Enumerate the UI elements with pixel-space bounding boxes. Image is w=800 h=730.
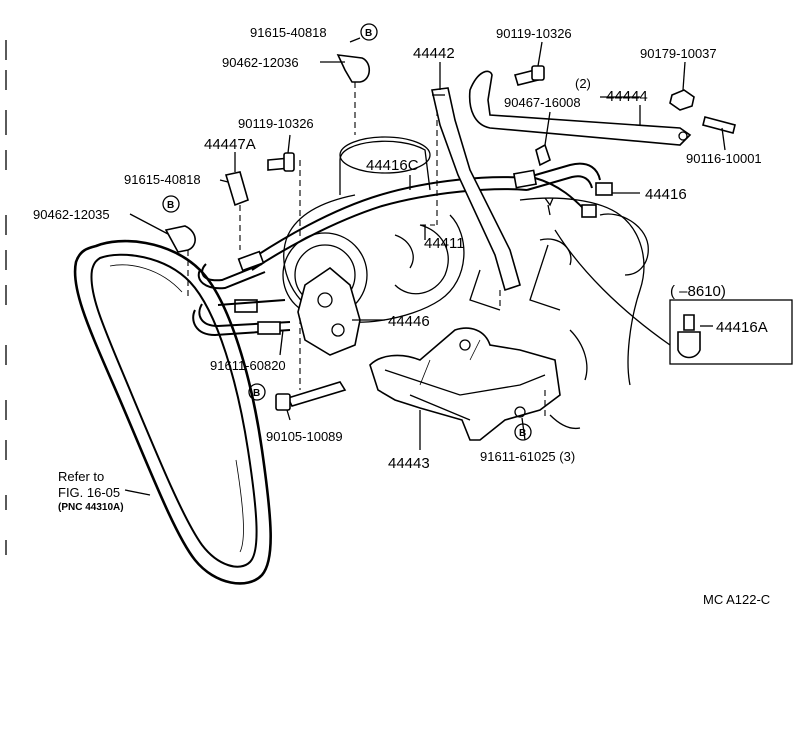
- part-label: 44442: [413, 45, 455, 62]
- part-label: 44416A: [716, 319, 768, 336]
- part-label: 44416C: [366, 157, 419, 174]
- part-label: 91611-61025 (3): [480, 449, 575, 464]
- badge-b-icon: B: [514, 423, 532, 441]
- reference-note: Refer to FIG. 16-05 (PNC 44310A): [58, 469, 124, 513]
- part-label: 91615-40818: [250, 25, 327, 40]
- part-label: 91615-40818: [124, 172, 201, 187]
- drive-belt: [73, 239, 272, 585]
- leader-lines: [124, 37, 726, 496]
- part-label: (2): [575, 76, 591, 91]
- badge-b-icon: B: [248, 383, 266, 401]
- part-labels: 91615-40818 90462-12036 90119-10326 4444…: [33, 25, 768, 472]
- badge-b-icon: B: [360, 23, 378, 41]
- part-label: 90105-10089: [266, 429, 343, 444]
- part-label: 91611-60820: [210, 358, 286, 373]
- part-label: 44416: [645, 186, 687, 203]
- reference-note-line2: FIG. 16-05: [58, 485, 120, 500]
- svg-text:B: B: [365, 28, 372, 39]
- part-label: 90119-10326: [496, 26, 572, 41]
- badges: B B B B: [162, 23, 532, 441]
- guide-lines: [420, 110, 671, 346]
- mounting-bracket: [369, 327, 561, 441]
- part-label: 90462-12035: [33, 207, 110, 222]
- part-label: 44447A: [204, 136, 256, 153]
- reference-note-line1: Refer to: [58, 469, 104, 484]
- svg-text:B: B: [519, 428, 526, 439]
- fasteners: [267, 65, 736, 411]
- svg-text:B: B: [167, 200, 174, 211]
- part-label: 90467-16008: [504, 95, 581, 110]
- upper-brackets: [431, 70, 692, 310]
- part-label: 90119-10326: [238, 116, 314, 131]
- part-label: 90116-10001: [686, 151, 762, 166]
- variant-box: [669, 299, 793, 365]
- part-label: 90462-12036: [222, 55, 299, 70]
- hose-clamps: [164, 54, 371, 300]
- part-label: 44446: [388, 313, 430, 330]
- part-label: 44444: [606, 88, 648, 105]
- part-label: ( –8610): [670, 283, 726, 300]
- pump-bracket: [297, 266, 361, 390]
- hoses: [192, 162, 613, 337]
- reference-note-line3: (PNC 44310A): [58, 502, 124, 513]
- part-label: 44443: [388, 455, 430, 472]
- part-label: 90179-10037: [640, 46, 717, 61]
- figure-code: MC A122-C: [703, 592, 770, 607]
- part-label: 44411: [424, 235, 465, 252]
- svg-text:B: B: [253, 388, 260, 399]
- badge-b-icon: B: [162, 195, 180, 213]
